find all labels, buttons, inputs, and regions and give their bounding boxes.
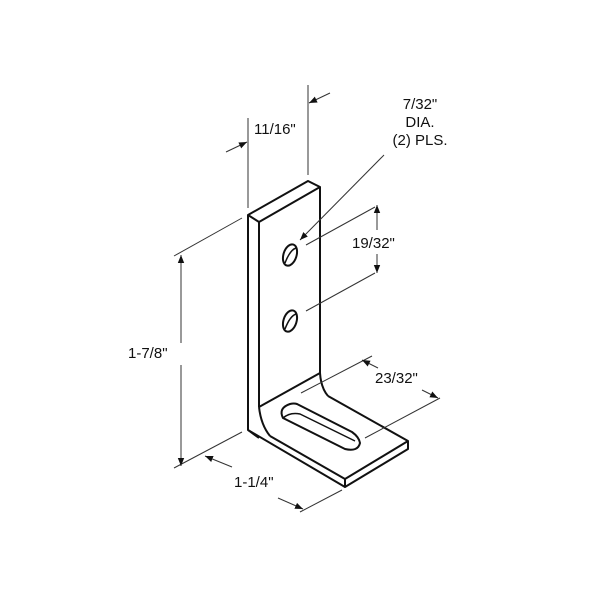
hole-bottom xyxy=(281,309,299,333)
base-bottom-edge xyxy=(247,429,346,488)
dim-width-label: 11/16" xyxy=(254,121,296,138)
base-end xyxy=(344,440,409,488)
plate-left-edge xyxy=(247,215,260,439)
dim-hole-spacing-label: 19/32" xyxy=(352,235,395,252)
fillet-inner xyxy=(258,406,271,437)
base-front-edge xyxy=(269,435,346,480)
hole-top xyxy=(281,243,299,267)
bracket-outline xyxy=(247,180,409,488)
slot-inner xyxy=(282,412,356,442)
hole-note-size: 7/32" xyxy=(402,96,438,113)
bend-line xyxy=(258,372,321,408)
hole-note-places: (2) PLS. xyxy=(392,132,448,149)
dim-height-label: 1-7/8" xyxy=(128,345,168,362)
hole-note: 7/32" DIA. (2) PLS. xyxy=(380,96,460,150)
dim-slot-offset-label: 23/32" xyxy=(375,370,418,387)
plate-top-face xyxy=(247,180,321,223)
dim-base-length-label: 1-1/4" xyxy=(234,474,274,491)
dimension-lines xyxy=(173,85,441,513)
base-top-edge xyxy=(327,395,409,442)
slot xyxy=(280,402,361,451)
hole-note-dia: DIA. xyxy=(405,114,435,131)
fillet xyxy=(319,372,329,397)
